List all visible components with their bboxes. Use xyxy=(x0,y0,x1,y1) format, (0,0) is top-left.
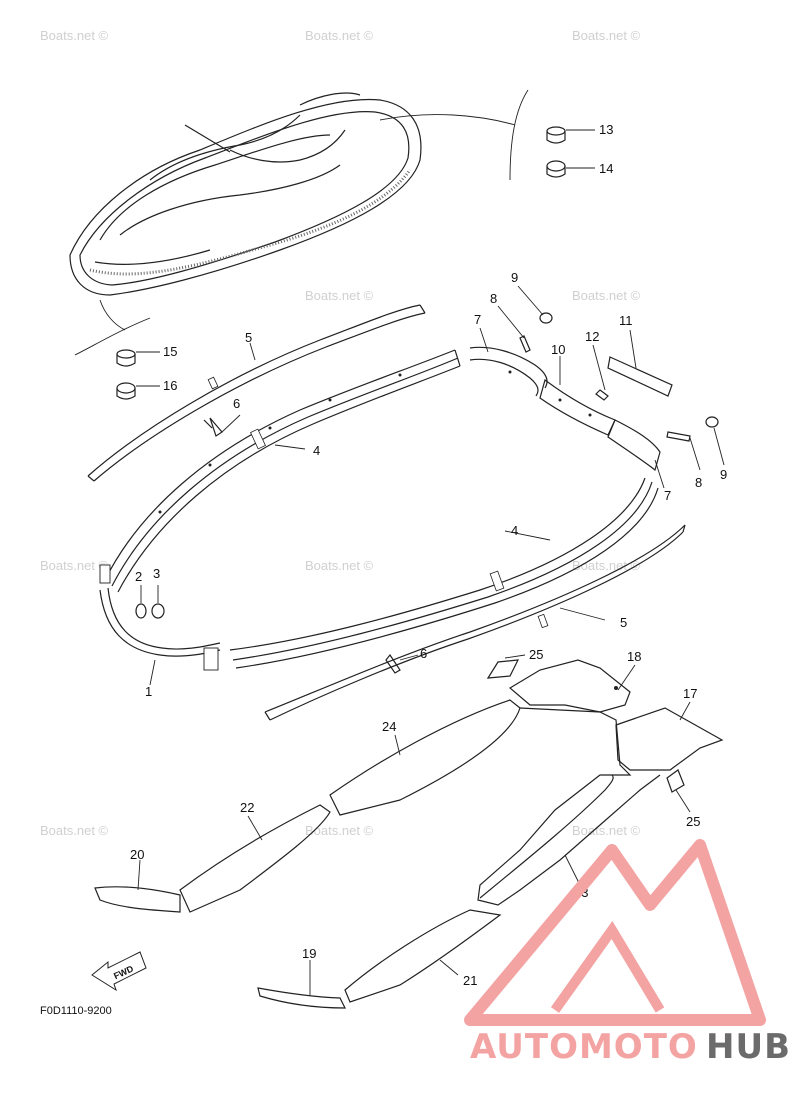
watermark: Boats.net © xyxy=(305,288,374,303)
callout-9: 9 xyxy=(511,270,518,285)
callout-22: 22 xyxy=(240,800,254,815)
callout-17: 17 xyxy=(683,686,697,701)
callout-6: 6 xyxy=(233,396,240,411)
watermark: Boats.net © xyxy=(305,558,374,573)
callout-8: 8 xyxy=(695,475,702,490)
logo-text-main: AUTOMOTO xyxy=(470,1027,698,1067)
callout-10: 10 xyxy=(551,342,565,357)
watermark: Boats.net © xyxy=(305,823,374,838)
watermark: Boats.net © xyxy=(572,28,641,43)
fwd-arrow: FWD xyxy=(91,951,147,992)
fastener-group-13-14 xyxy=(509,89,595,181)
callout-7: 7 xyxy=(474,312,481,327)
deck-mats xyxy=(94,654,724,1009)
callout-1: 1 xyxy=(145,684,152,699)
callout-4: 4 xyxy=(511,523,518,538)
callout-25: 25 xyxy=(686,814,700,829)
gunwale-assembly xyxy=(99,346,661,671)
automotohub-logo: AUTOMOTO HUB xyxy=(464,839,791,1067)
fasteners xyxy=(135,285,725,674)
callout-3: 3 xyxy=(153,566,160,581)
callout-8: 8 xyxy=(490,291,497,306)
callout-21: 21 xyxy=(463,973,477,988)
callout-16: 16 xyxy=(163,378,177,393)
callout-25: 25 xyxy=(529,647,543,662)
callout-24: 24 xyxy=(382,719,396,734)
callout-12: 12 xyxy=(585,329,599,344)
diagram-code: F0D1110-9200 xyxy=(40,1005,112,1017)
watermark: Boats.net © xyxy=(305,28,374,43)
callout-18: 18 xyxy=(627,649,641,664)
callout-6: 6 xyxy=(420,646,427,661)
watermark: Boats.net © xyxy=(572,558,641,573)
watercraft-overview xyxy=(69,92,516,331)
watermark: Boats.net © xyxy=(40,28,109,43)
callout-2: 2 xyxy=(135,569,142,584)
watermarks: Boats.net © Boats.net © Boats.net © Boat… xyxy=(40,28,641,838)
callout-4: 4 xyxy=(313,443,320,458)
callout-5: 5 xyxy=(620,615,627,630)
callout-19: 19 xyxy=(302,946,316,961)
callout-11: 11 xyxy=(619,313,633,328)
callout-13: 13 xyxy=(599,122,613,137)
watermark: Boats.net © xyxy=(572,288,641,303)
callout-15: 15 xyxy=(163,344,177,359)
rub-rail-lower-right xyxy=(264,524,686,721)
watermark: Boats.net © xyxy=(572,823,641,838)
watermark: Boats.net © xyxy=(40,823,109,838)
watermark: Boats.net © xyxy=(40,558,109,573)
callout-9: 9 xyxy=(720,467,727,482)
leaders xyxy=(149,444,606,686)
callout-20: 20 xyxy=(130,847,144,862)
logo-text-hub: HUB xyxy=(706,1027,791,1067)
rub-rail-upper-left xyxy=(87,304,426,482)
callout-labels: 1 2 3 4 4 5 5 6 6 7 7 8 8 9 9 10 11 12 1… xyxy=(130,122,727,988)
callout-5: 5 xyxy=(245,330,252,345)
fastener-group-15-16 xyxy=(74,317,160,400)
callout-14: 14 xyxy=(599,161,613,176)
callout-7: 7 xyxy=(664,488,671,503)
